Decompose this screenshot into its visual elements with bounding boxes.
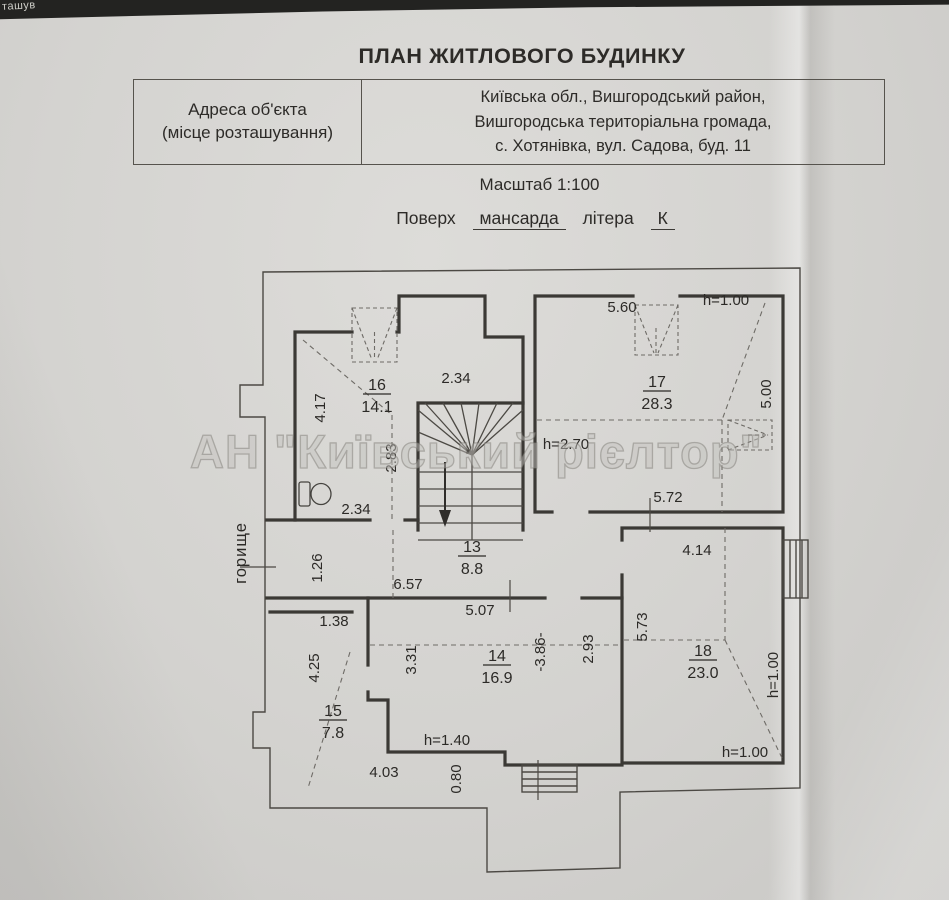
address-value-cell: Київська обл., Вишгородський район, Вишг… bbox=[362, 80, 884, 164]
letter-label: літера bbox=[582, 208, 634, 228]
room-17-number: 17 bbox=[648, 374, 666, 391]
wall-room16 bbox=[293, 330, 354, 522]
floor-label: Поверх bbox=[396, 208, 456, 228]
skylight-room17-icon bbox=[634, 304, 679, 356]
dim-hall-left: 1.26 bbox=[309, 553, 326, 582]
wall-room17 bbox=[533, 294, 785, 514]
dim-r18-top: 4.14 bbox=[682, 542, 711, 559]
slope-dashed-lines bbox=[302, 302, 784, 789]
dimension-ticks bbox=[240, 498, 651, 800]
slope-room18 bbox=[624, 528, 784, 761]
address-label-line2: (місце розташування) bbox=[162, 123, 333, 142]
stairs-down-arrow-icon bbox=[439, 462, 451, 527]
skylight-room16-icon bbox=[351, 307, 398, 363]
room-label-15: 15 7.8 bbox=[319, 703, 347, 742]
dim-r15-top: 1.38 bbox=[319, 613, 348, 630]
dim-r15-left: 4.25 bbox=[306, 653, 323, 682]
dim-r16-right: 2.83 bbox=[383, 443, 400, 472]
toilet-icon bbox=[298, 481, 332, 507]
room-label-13: 13 8.8 bbox=[458, 539, 486, 578]
room-13-number: 13 bbox=[463, 539, 481, 556]
room-labels: 13 8.8 14 16.9 15 7.8 16 14.1 17 bbox=[319, 374, 719, 742]
dim-r17-h-left: h=2.70 bbox=[543, 436, 589, 453]
room-label-17: 17 28.3 bbox=[641, 374, 672, 413]
room-14-number: 14 bbox=[488, 648, 506, 665]
address-line2: Вишгородська територіальна громада, bbox=[474, 112, 772, 131]
dimension-labels: 4.17 2.34 2.83 2.34 5.60 h=1.00 5.00 h=2… bbox=[306, 292, 782, 794]
dim-r16-bottom: 2.34 bbox=[341, 501, 370, 518]
stair-winders bbox=[417, 402, 524, 456]
room-label-14: 14 16.9 bbox=[481, 648, 512, 687]
room-16-number: 16 bbox=[368, 377, 386, 394]
dim-r18-h-right: h=1.00 bbox=[765, 652, 782, 698]
dim-r14-h: h=1.40 bbox=[424, 732, 470, 749]
room-18-number: 18 bbox=[694, 643, 712, 660]
dim-r14-left: 3.31 bbox=[403, 645, 420, 674]
wall-stairwell bbox=[416, 401, 525, 532]
page-title: ПЛАН ЖИТЛОВОГО БУДИНКУ bbox=[358, 44, 686, 68]
address-label-cell: Адреса об'єкта (місце розташування) bbox=[134, 80, 362, 164]
dim-r18-h-bottom: h=1.00 bbox=[722, 744, 768, 761]
address-label-line1: Адреса об'єкта bbox=[188, 100, 307, 120]
wall-room18 bbox=[620, 526, 785, 765]
address-line3: с. Хотянівка, вул. Садова, буд. 11 bbox=[495, 137, 751, 156]
chimney-bottom bbox=[521, 764, 578, 793]
dim-r17-bottom: 5.72 bbox=[653, 489, 682, 506]
dim-r14-top: 5.07 bbox=[465, 602, 494, 619]
room-13-area: 8.8 bbox=[461, 561, 483, 578]
room-label-16: 16 14.1 bbox=[361, 377, 392, 416]
dim-r14-mid: -3.86- bbox=[532, 632, 549, 671]
room-18-area: 23.0 bbox=[687, 665, 718, 682]
skylight-windows bbox=[351, 304, 773, 451]
staircase bbox=[417, 402, 524, 541]
room-15-area: 7.8 bbox=[322, 725, 344, 742]
dim-r17-top: 5.60 bbox=[607, 299, 636, 316]
scale-label: Масштаб 1:100 bbox=[479, 175, 600, 194]
slope-room16 bbox=[302, 339, 394, 598]
address-line1: Київська обл., Вишгородський район, bbox=[480, 87, 766, 106]
floor-value: мансарда bbox=[472, 208, 566, 230]
room-14-area: 16.9 bbox=[481, 670, 512, 687]
dim-r14-gap: 0.80 bbox=[448, 764, 465, 793]
address-table: Адреса об'єкта (місце розташування) Київ… bbox=[133, 79, 885, 165]
chimney-right bbox=[782, 539, 809, 599]
floor-letter-row: Поверх мансарда літера К bbox=[120, 208, 949, 230]
room-16-area: 14.1 bbox=[361, 399, 392, 416]
dim-r18-left: 5.73 bbox=[634, 612, 651, 641]
dim-hall-width: 6.57 bbox=[393, 576, 422, 593]
letter-value: К bbox=[650, 208, 675, 230]
stair-treads bbox=[418, 471, 523, 541]
dim-r16-left: 4.17 bbox=[312, 393, 329, 422]
slope-room15 bbox=[307, 651, 351, 789]
slope-room17 bbox=[537, 302, 766, 512]
wall-room16-nook bbox=[395, 294, 525, 532]
dim-r17-h-top: h=1.00 bbox=[703, 292, 749, 309]
dim-r14-right: 2.93 bbox=[580, 634, 597, 663]
room-label-18: 18 23.0 bbox=[687, 643, 718, 682]
wall-room14 bbox=[366, 596, 624, 767]
dim-r14-bottom: 4.03 bbox=[369, 764, 398, 781]
attic-label: горище bbox=[232, 522, 250, 584]
walls bbox=[265, 294, 785, 767]
dim-r16-top: 2.34 bbox=[441, 370, 470, 387]
room-17-area: 28.3 bbox=[641, 396, 672, 413]
skylight-room17-right-icon bbox=[727, 419, 773, 451]
outer-boundary bbox=[239, 267, 801, 873]
dim-r17-right: 5.00 bbox=[758, 379, 775, 408]
room-15-number: 15 bbox=[324, 703, 342, 720]
agency-watermark: АН "Київський рієлтор" bbox=[189, 424, 763, 478]
